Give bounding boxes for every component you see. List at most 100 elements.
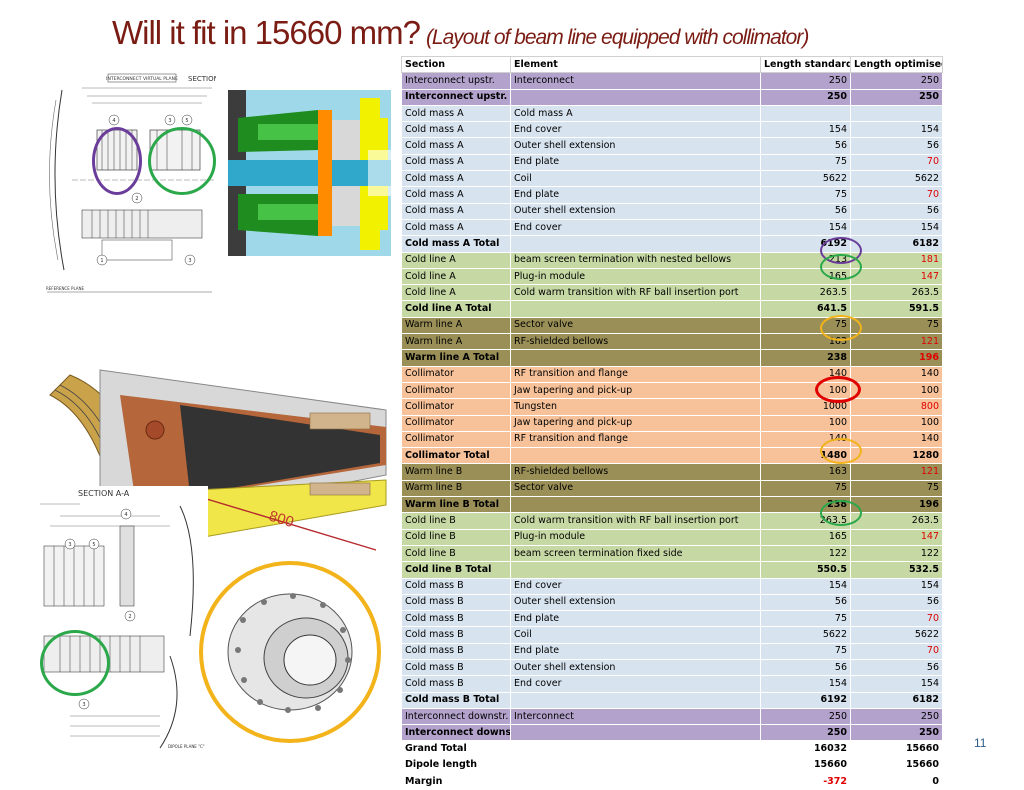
- cell-section: Cold line B: [401, 544, 511, 563]
- cell-element: RF transition and flange: [510, 430, 761, 449]
- cell-section: Cold line A: [401, 251, 511, 269]
- cell-element: [510, 349, 761, 367]
- cell-element: [510, 88, 761, 106]
- cell-length-standard: 75: [760, 153, 851, 172]
- cell-element: Cold warm transition with RF ball insert…: [510, 512, 761, 530]
- cell-length-optimised: 140: [850, 430, 943, 449]
- cell-length-standard: 250: [760, 707, 851, 726]
- table-header-row: Section Element Length standard Length o…: [401, 55, 943, 74]
- cell-length-optimised: 56: [850, 202, 943, 220]
- cell-length-optimised: 75: [850, 316, 943, 335]
- green-highlight-ring: [40, 630, 110, 696]
- cell-length-standard: 56: [760, 202, 851, 220]
- cell-length-optimised: 532.5: [850, 561, 943, 579]
- cell-length-standard: 56: [760, 137, 851, 155]
- cell-section: Cold mass B: [401, 577, 511, 595]
- cell-element: Plug-in module: [510, 267, 761, 286]
- orange-highlight-ring: [820, 315, 862, 341]
- cell-length-standard: [760, 104, 851, 123]
- dipole-plane-label: DIPOLE PLANE "C": [168, 744, 205, 749]
- cell-element: [510, 561, 761, 579]
- col-header-element: Element: [510, 55, 761, 74]
- section-aa-drawing: SECTION A-A DIPOLE PLANE "C" 3 5 4 2 3: [40, 486, 208, 754]
- cell-length-optimised: 196: [850, 496, 943, 514]
- cell-section: Cold line B: [401, 512, 511, 530]
- callout-label: 4: [124, 512, 127, 518]
- title-main: Will it fit in 15660 mm?: [112, 14, 421, 51]
- cell-section: Interconnect downstr.: [401, 707, 511, 726]
- cell-element: End cover: [510, 577, 761, 595]
- cell-length-standard: 5622: [760, 626, 851, 644]
- cell-section: Warm line B: [401, 479, 511, 498]
- page-number: 11: [974, 736, 987, 750]
- cell-length-optimised: 5622: [850, 626, 943, 644]
- callout-label: 1: [100, 258, 103, 264]
- cell-length-standard: 75: [760, 642, 851, 660]
- cell-element: End plate: [510, 642, 761, 660]
- cell-section: Cold mass B: [401, 658, 511, 677]
- cell-section: Cold mass A: [401, 104, 511, 123]
- cell-element: End cover: [510, 121, 761, 139]
- cell-element: Outer shell extension: [510, 202, 761, 220]
- cell-length-optimised: 56: [850, 658, 943, 677]
- cell-length-standard: -372: [760, 773, 851, 790]
- cell-length-standard: 6192: [760, 691, 851, 709]
- col-header-section: Section: [401, 55, 511, 74]
- red-highlight-ring: [815, 376, 861, 403]
- cell-element: [510, 691, 761, 709]
- cell-length-optimised: 263.5: [850, 512, 943, 530]
- cell-length-standard: 100: [760, 414, 851, 432]
- cell-element: beam screen termination fixed side: [510, 544, 761, 563]
- cell-element: Jaw tapering and pick-up: [510, 414, 761, 432]
- cad-section-view: [228, 90, 391, 256]
- callout-label: 5: [185, 118, 188, 124]
- purple-highlight-ring: [92, 127, 142, 195]
- cell-length-optimised: 5622: [850, 170, 943, 188]
- cell-length-optimised: 70: [850, 610, 943, 628]
- cell-length-standard: 238: [760, 349, 851, 367]
- cell-element: End cover: [510, 218, 761, 237]
- cell-length-optimised: 6182: [850, 691, 943, 709]
- cell-length-optimised: 154: [850, 675, 943, 693]
- cell-section: Cold mass A: [401, 202, 511, 220]
- cell-length-standard: 163: [760, 463, 851, 481]
- cell-element: [510, 756, 761, 775]
- cell-length-standard: 5622: [760, 170, 851, 188]
- bellows-closeup: [199, 561, 381, 743]
- cell-section: Cold mass A: [401, 153, 511, 172]
- cell-length-standard: 56: [760, 593, 851, 612]
- cell-length-standard: 75: [760, 186, 851, 204]
- cell-length-optimised: 100: [850, 414, 943, 432]
- callout-label: 3: [188, 258, 191, 264]
- cell-length-optimised: 154: [850, 121, 943, 139]
- cell-length-optimised: 70: [850, 186, 943, 204]
- cell-element: Outer shell extension: [510, 593, 761, 612]
- callout-label: 2: [135, 196, 138, 202]
- table-row-total: Interconnect downstr. Total250250: [401, 724, 943, 742]
- cell-section: Cold mass A: [401, 186, 511, 204]
- cell-element: End cover: [510, 675, 761, 693]
- cell-element: [510, 447, 761, 465]
- cell-section: Dipole length: [401, 756, 511, 775]
- cell-section: Cold line A: [401, 284, 511, 302]
- cell-element: Coil: [510, 626, 761, 644]
- callout-label: 3: [82, 702, 85, 708]
- cell-section: Cold mass B Total: [401, 691, 511, 709]
- cell-element: Cold warm transition with RF ball insert…: [510, 284, 761, 302]
- cell-length-optimised: 6182: [850, 235, 943, 253]
- cell-length-optimised: 154: [850, 218, 943, 237]
- cell-section: Collimator Total: [401, 447, 511, 465]
- cell-section: Collimator: [401, 381, 511, 400]
- cell-section: Collimator: [401, 414, 511, 432]
- cell-length-optimised: 154: [850, 577, 943, 595]
